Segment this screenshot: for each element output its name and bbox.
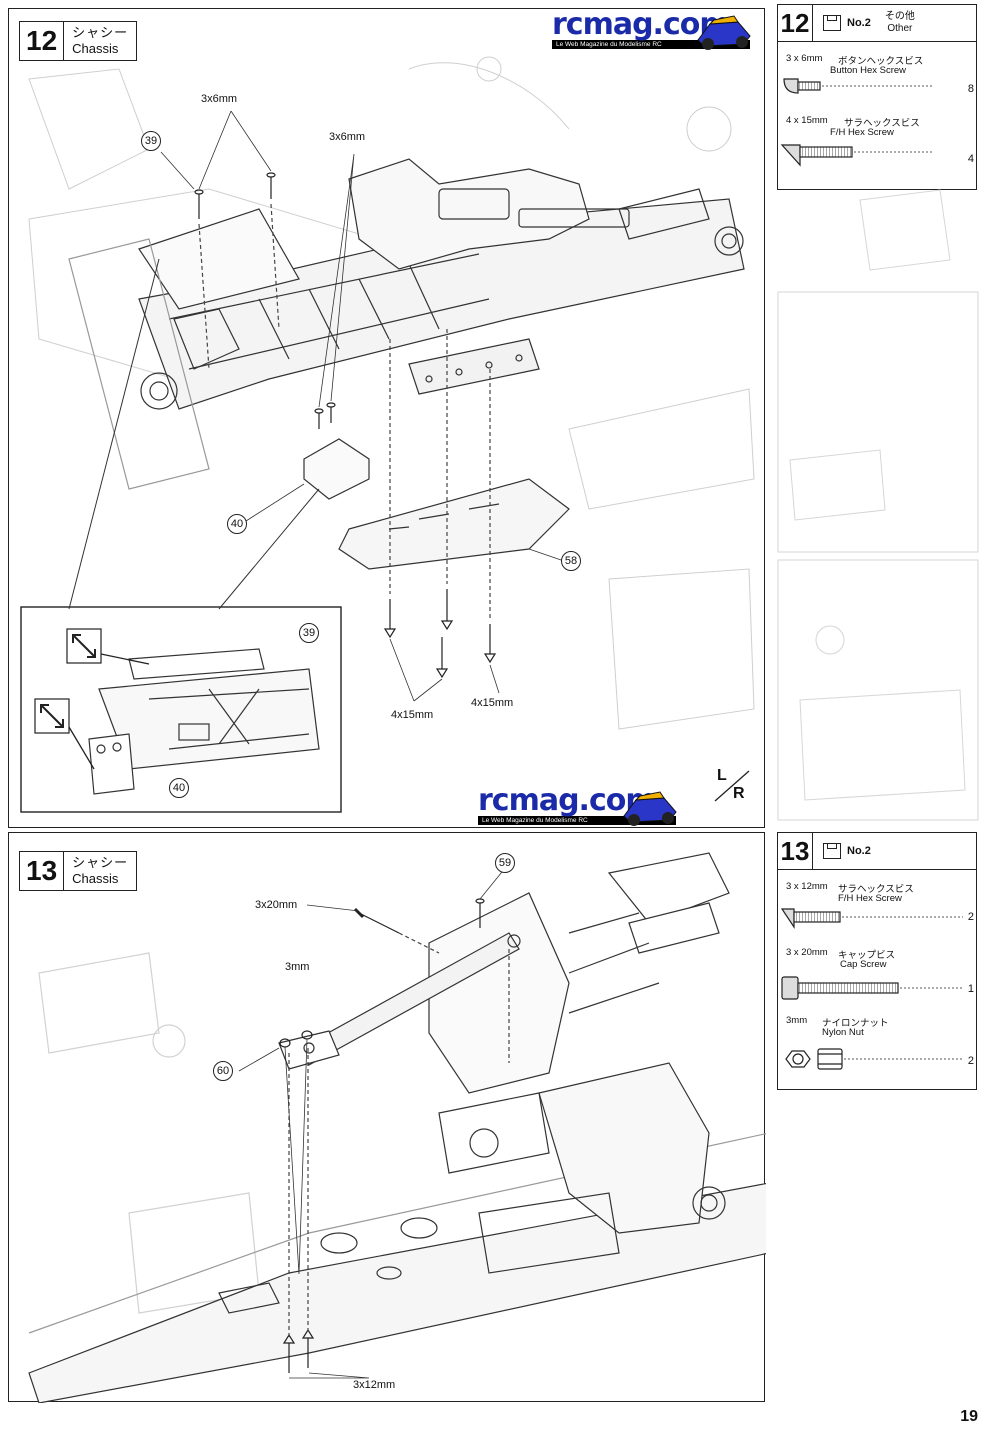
rcmag-logo-middle: rcmag.com Le Web Magazine du Modelisme R… (478, 786, 677, 844)
step13-callout-60: 60 (213, 1061, 233, 1081)
parts13-item: 3 x 20mm キャップビス Cap Screw 1 (786, 947, 974, 995)
step13-screw-3x12-label: 3x12mm (353, 1379, 396, 1391)
parts13-drawings (780, 908, 963, 1070)
step12-callout-40: 40 (227, 514, 247, 534)
rc-car-icon (697, 15, 751, 50)
step13-diagram (28, 852, 766, 1403)
step12-inset-callout-39: 39 (299, 623, 319, 643)
parts13-item: 3mm ナイロンナット Nylon Nut 2 (786, 1015, 974, 1067)
step12-screw-3x6-label-b: 3x6mm (329, 131, 366, 143)
step12-title-jp: シャシー (72, 25, 129, 40)
parts12-extra-jp: その他 (884, 11, 915, 22)
parts13-bag: No.2 (847, 845, 871, 857)
parts12-panel: 12 No.2 その他 Other 3 x 6mm ボタンヘックスビス Butt… (777, 4, 977, 190)
step13-panel: 13 シャシー Chassis (8, 832, 766, 1403)
step12-inset-callout-40: 40 (169, 778, 189, 798)
page-number: 19 (960, 1408, 978, 1425)
step12-number: 12 (20, 22, 65, 60)
rcmag-logo-top: rcmag.com Le Web Magazine du Modelisme R… (552, 10, 751, 68)
step12-screw-4x15-label-a: 4x15mm (391, 709, 434, 721)
step13-callout-59: 59 (495, 853, 515, 873)
parts13-number: 13 (778, 833, 813, 869)
parts13-panel: 13 No.2 3 x 12mm サラヘックスビス F/H Hex Screw … (777, 832, 977, 1090)
parts12-item: 3 x 6mm ボタンヘックスビス Button Hex Screw 8 (786, 53, 974, 95)
step13-number: 13 (20, 852, 65, 890)
step12-screw-4x15-label-b: 4x15mm (471, 697, 514, 709)
step12-callout-39: 39 (141, 131, 161, 151)
bag-icon (823, 843, 841, 859)
parts12-extra-en: Other (887, 23, 913, 34)
step12-diagram (20, 56, 755, 813)
parts12-number: 12 (778, 5, 813, 41)
step12-callout-58: 58 (561, 551, 581, 571)
step13-screw-3x20-label: 3x20mm (255, 899, 298, 911)
parts12-item: 4 x 15mm サラヘックスビス F/H Hex Screw 4 (786, 115, 974, 165)
rc-car-icon (623, 791, 677, 826)
parts13-item: 3 x 12mm サラヘックスビス F/H Hex Screw 2 (786, 881, 974, 923)
parts12-bag: No.2 (847, 17, 871, 29)
step13-nut-3mm-label: 3mm (285, 961, 310, 973)
step13-title-jp: シャシー (72, 855, 129, 870)
step12-title-en: Chassis (72, 41, 119, 56)
step12-header: 12 シャシー Chassis (19, 21, 138, 61)
step13-header: 13 シャシー Chassis (19, 851, 138, 891)
step12-screw-3x6-label-a: 3x6mm (201, 93, 238, 105)
step12-panel: 12 シャシー Chassis (8, 8, 765, 828)
step13-title-en: Chassis (72, 871, 119, 886)
bag-icon (823, 15, 841, 31)
parts12-drawings (780, 78, 933, 167)
